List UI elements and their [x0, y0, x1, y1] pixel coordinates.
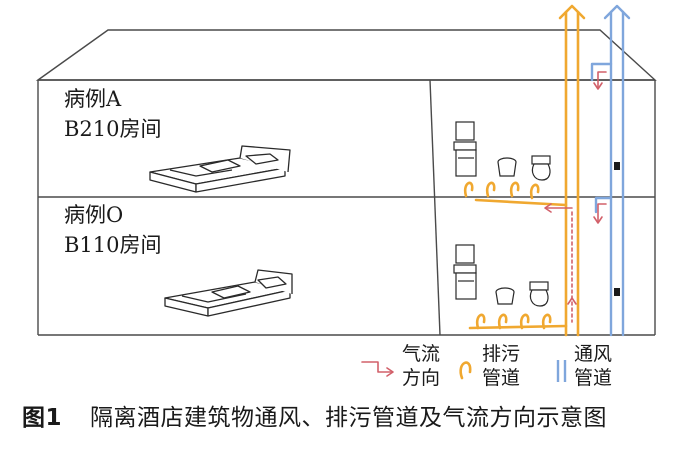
- legend-drainage-line2: 管道: [482, 367, 521, 389]
- ventilation-branch-lower: [594, 196, 613, 214]
- legend-drainage-line1: 排污: [482, 343, 521, 365]
- room-label-b110: B110房间: [64, 233, 162, 257]
- airflow-arrows: [544, 71, 607, 323]
- legend-airflow-line1: 气流: [402, 343, 441, 365]
- legend-ventilation-line2: 管道: [574, 367, 613, 389]
- building-outline: [35, 29, 657, 336]
- legend-ventilation-symbol: [556, 360, 567, 382]
- ventilation-cap: [603, 4, 631, 20]
- airflow-arrow-roof: [597, 71, 607, 89]
- damper-upper: [614, 162, 620, 170]
- airflow-arrow-into-room-head: [544, 203, 552, 213]
- airflow-arrow-lower-head: [567, 297, 577, 305]
- drainage-branch-upper: [474, 198, 568, 207]
- bed-upper: [149, 145, 291, 193]
- legend-drainage-symbol: [459, 361, 472, 380]
- legend-airflow-line2: 方向: [402, 367, 441, 389]
- bathroom-fixtures-lower: [453, 244, 549, 307]
- ventilation-branch-upper: [590, 62, 613, 82]
- drainage-vent-cap: [558, 4, 586, 20]
- airflow-arrow-vent-lower: [597, 203, 607, 223]
- drainage-traps-upper: [463, 181, 540, 200]
- partition-wall: [429, 79, 441, 336]
- figure-caption: 图1 隔离酒店建筑物通风、排污管道及气流方向示意图: [22, 398, 607, 432]
- drainage-pipe-system: [463, 4, 586, 337]
- figure-title: 隔离酒店建筑物通风、排污管道及气流方向示意图: [90, 405, 608, 431]
- airflow-arrow-roof-head: [593, 82, 603, 90]
- drainage-branch-lower: [468, 324, 568, 330]
- case-label-a: 病例A: [64, 87, 122, 111]
- case-label-o: 病例O: [64, 203, 124, 227]
- airflow-arrow-vent-lower-head: [593, 216, 603, 224]
- legend-ventilation-line1: 通风: [574, 343, 613, 365]
- bed-lower: [164, 269, 293, 317]
- bathroom-fixtures-upper: [453, 121, 551, 181]
- ventilation-pipe-system: [590, 4, 631, 337]
- drainage-traps-lower: [475, 313, 552, 330]
- damper-lower: [614, 288, 620, 296]
- room-label-b210: B210房间: [64, 117, 162, 141]
- figure-number: 图1: [22, 405, 63, 431]
- legend-airflow-symbol: [361, 361, 394, 377]
- roof: [35, 29, 657, 81]
